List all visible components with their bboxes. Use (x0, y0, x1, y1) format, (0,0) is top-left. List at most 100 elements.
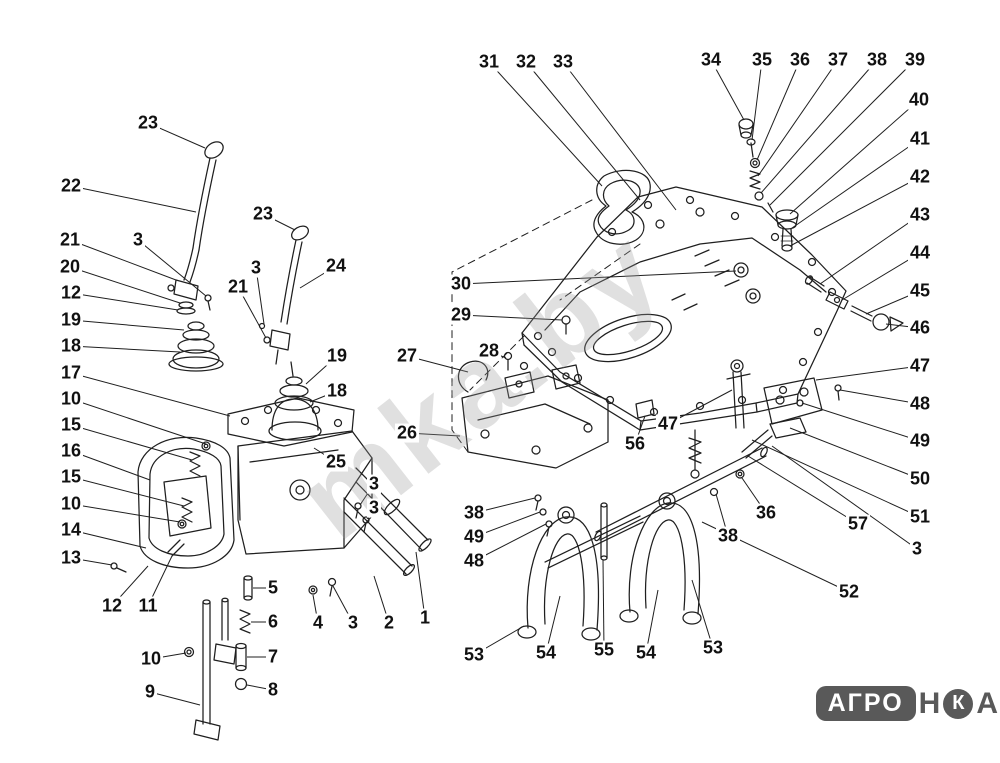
callout-label-19: 19 (324, 345, 350, 366)
callout-label-27: 27 (394, 345, 420, 366)
callout-label-3: 3 (248, 257, 264, 278)
lever-b-drawing (258, 225, 309, 365)
leader-line-48 (839, 389, 921, 405)
leader-line-38 (760, 59, 878, 194)
callout-label-34: 34 (698, 49, 724, 70)
fork-right-drawing (619, 492, 702, 625)
callout-label-54: 54 (533, 642, 559, 663)
leader-line-14 (70, 529, 147, 549)
leader-line-10 (70, 503, 181, 523)
leader-line-17 (70, 372, 231, 417)
leader-line-9 (149, 691, 201, 706)
callout-label-48: 48 (461, 550, 487, 571)
leader-line-35 (751, 59, 763, 141)
callout-label-38: 38 (715, 525, 741, 546)
callout-label-23: 23 (250, 203, 276, 224)
leader-line-20 (69, 266, 181, 304)
callout-label-32: 32 (513, 51, 539, 72)
callout-label-3: 3 (130, 229, 146, 250)
callout-label-39: 39 (902, 49, 928, 70)
leader-line-22 (70, 185, 197, 213)
callout-label-53: 53 (700, 637, 726, 658)
fork-left-drawing (517, 506, 601, 641)
leader-line-18 (70, 345, 181, 353)
callout-label-47: 47 (655, 413, 681, 434)
leader-line-1 (415, 551, 426, 619)
callout-label-48: 48 (907, 393, 933, 414)
callout-label-42: 42 (907, 166, 933, 187)
shift-rails-drawing (544, 446, 768, 569)
callout-label-10: 10 (138, 648, 164, 669)
callout-label-47: 47 (907, 355, 933, 376)
leader-line-57 (747, 455, 859, 525)
leader-line-47 (815, 365, 921, 381)
callout-label-10: 10 (58, 493, 84, 514)
selector-pin-drawing (183, 597, 237, 741)
callout-label-18: 18 (324, 380, 350, 401)
callout-label-15: 15 (58, 466, 84, 487)
leader-line-55 (602, 559, 605, 651)
leader-line-15 (70, 476, 185, 507)
callout-label-16: 16 (58, 440, 84, 461)
top-cover-drawing (521, 186, 847, 431)
callout-label-22: 22 (58, 175, 84, 196)
callout-label-3: 3 (909, 538, 925, 559)
brand-logo-letter-n: Н (918, 686, 941, 720)
detent-parts-drawing (234, 575, 253, 691)
callout-label-40: 40 (906, 89, 932, 110)
callout-label-19: 19 (58, 309, 84, 330)
callout-label-12: 12 (99, 595, 125, 616)
leader-line-53 (691, 579, 714, 649)
callout-label-8: 8 (265, 679, 281, 700)
fastener-stack-drawing (738, 118, 774, 213)
callout-label-54: 54 (633, 642, 659, 663)
leader-line-39 (769, 59, 916, 206)
callout-label-23: 23 (135, 112, 161, 133)
side-cover-drawing (110, 436, 235, 573)
leader-line-12 (70, 292, 179, 311)
callout-label-30: 30 (448, 273, 474, 294)
callout-label-29: 29 (448, 304, 474, 325)
callout-label-33: 33 (550, 51, 576, 72)
callout-label-51: 51 (907, 506, 933, 527)
leader-line-19 (70, 319, 185, 331)
leader-line-54 (545, 595, 561, 654)
callout-label-26: 26 (394, 422, 420, 443)
leader-line-32 (525, 61, 641, 201)
callout-label-9: 9 (142, 681, 158, 702)
callout-label-24: 24 (323, 255, 349, 276)
leader-line-42 (789, 176, 921, 247)
leader-line-15 (70, 424, 193, 461)
callout-label-21: 21 (57, 229, 83, 250)
callout-label-38: 38 (461, 502, 487, 523)
callout-label-50: 50 (907, 468, 933, 489)
leader-line-40 (789, 99, 920, 215)
leader-line-30 (460, 270, 737, 285)
callout-label-13: 13 (58, 547, 84, 568)
lever-a-drawing (167, 141, 224, 372)
leader-line-3 (137, 239, 207, 297)
callout-label-53: 53 (461, 644, 487, 665)
leader-line-10 (70, 398, 207, 445)
callout-label-36: 36 (787, 49, 813, 70)
leader-line-41 (791, 138, 921, 229)
leader-line-49 (801, 402, 921, 442)
leader-line-44 (841, 252, 921, 301)
leader-line-3 (771, 445, 918, 550)
callout-label-41: 41 (907, 128, 933, 149)
callout-label-6: 6 (265, 611, 281, 632)
callout-label-55: 55 (591, 639, 617, 660)
callout-label-14: 14 (58, 519, 84, 540)
callout-label-2: 2 (381, 612, 397, 633)
leader-line-37 (757, 59, 839, 177)
detent-spring-drawing (688, 429, 745, 497)
callout-label-3: 3 (345, 612, 361, 633)
leader-line-51 (751, 439, 921, 518)
leader-line-34 (710, 59, 745, 121)
callout-label-43: 43 (907, 204, 933, 225)
callout-label-15: 15 (58, 414, 84, 435)
small-screws-drawing (308, 502, 370, 597)
